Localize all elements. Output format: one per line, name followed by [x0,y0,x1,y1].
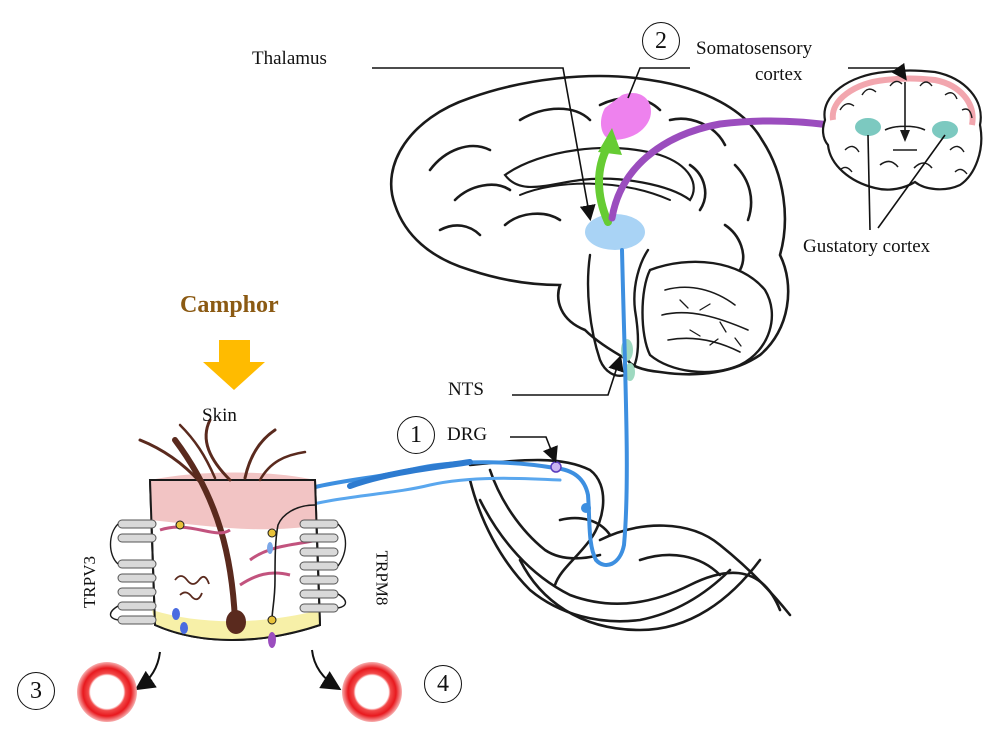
camphor-label: Camphor [180,292,279,319]
camphor-arrow [203,340,265,390]
thalamus-label: Thalamus [252,48,327,70]
somatosensory-label-line2: cortex [755,64,802,86]
skin-label: Skin [202,405,237,427]
drg-ganglion [551,462,561,472]
spinal-section [470,460,790,630]
step-number-3: 3 [17,672,55,710]
trpv3-label: TRPV3 [80,556,100,608]
somatosensory-cortex-region [601,93,651,140]
red-ring-left [77,662,137,722]
step-number-2: 2 [642,22,680,60]
arrow-to-ring-right [312,650,338,688]
nts-label: NTS [448,379,484,401]
gustatory-cortex-label: Gustatory cortex [803,236,930,258]
skin-block [111,420,346,648]
arrow-to-ring-left [138,652,160,688]
purple-arrow [612,121,836,218]
gustatory-cortex-left [855,118,881,136]
red-ring-right [342,662,402,722]
step-number-1: 1 [397,416,435,454]
drg-label: DRG [447,424,487,446]
trpm8-label: TRPM8 [371,551,391,606]
step-number-4: 4 [424,665,462,703]
brain-coronal [823,71,981,190]
somatosensory-label-line1: Somatosensory [696,38,812,60]
